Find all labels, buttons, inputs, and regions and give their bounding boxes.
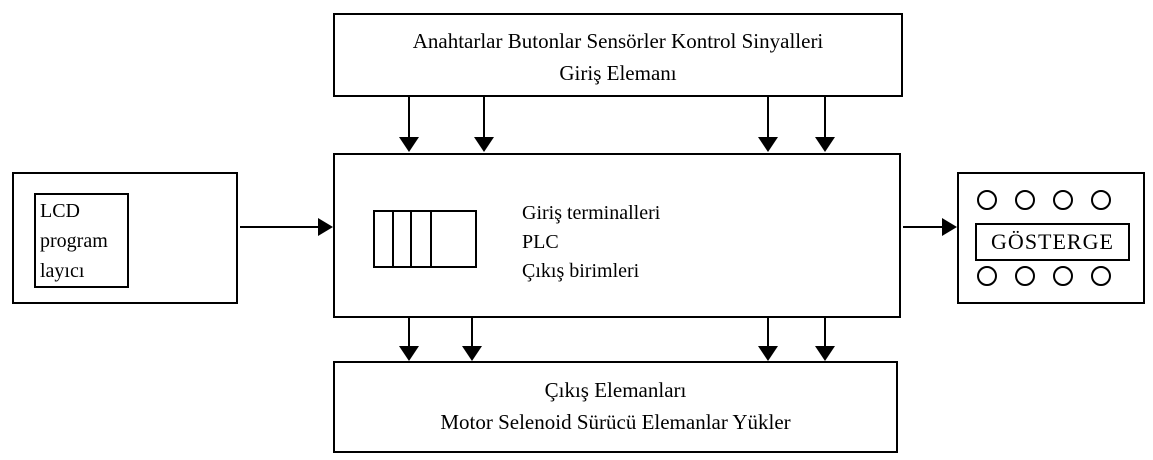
plc-module-icon xyxy=(373,210,477,268)
indicator-light-icon xyxy=(1053,266,1073,286)
arrow-input-to-plc-2 xyxy=(474,97,494,152)
arrow-input-to-plc-4 xyxy=(815,97,835,152)
plc-module-divider xyxy=(410,212,412,266)
input-elements-line2: Giriş Elemanı xyxy=(559,61,677,85)
indicator-light-icon xyxy=(1015,266,1035,286)
plc-box: Giriş terminalleri PLC Çıkış birimleri xyxy=(333,153,901,318)
arrow-plc-to-display xyxy=(903,218,957,236)
arrow-input-to-plc-3 xyxy=(758,97,778,152)
indicator-light-icon xyxy=(977,266,997,286)
display-label: GÖSTERGE xyxy=(991,229,1114,254)
indicator-light-icon xyxy=(1015,190,1035,210)
programmer-line1: LCD xyxy=(40,200,80,222)
plc-module-divider xyxy=(392,212,394,266)
indicator-lights-bottom-row xyxy=(977,266,1111,286)
indicator-light-icon xyxy=(1091,190,1111,210)
arrow-plc-to-output-2 xyxy=(462,318,482,361)
indicator-light-icon xyxy=(1053,190,1073,210)
plc-box-text: Giriş terminalleri PLC Çıkış birimleri xyxy=(522,199,660,286)
arrow-plc-to-output-3 xyxy=(758,318,778,361)
programmer-line2: program xyxy=(40,230,108,252)
lcd-programmer-box: LCD program layıcı xyxy=(12,172,238,304)
display-label-box: GÖSTERGE xyxy=(975,223,1130,261)
arrow-plc-to-output-4 xyxy=(815,318,835,361)
arrow-plc-to-output-1 xyxy=(399,318,419,361)
plc-line2: PLC xyxy=(522,231,559,253)
programmer-line3: layıcı xyxy=(40,260,85,282)
output-elements-box: Çıkış Elemanları Motor Selenoid Sürücü E… xyxy=(333,361,898,453)
plc-module-divider xyxy=(430,212,432,266)
indicator-lights-top-row xyxy=(977,190,1111,210)
arrow-input-to-plc-1 xyxy=(399,97,419,152)
lcd-programmer-inner-box: LCD program layıcı xyxy=(34,193,129,288)
input-elements-line1: Anahtarlar Butonlar Sensörler Kontrol Si… xyxy=(412,29,824,53)
indicator-light-icon xyxy=(1091,266,1111,286)
plc-line3: Çıkış birimleri xyxy=(522,260,640,282)
indicator-light-icon xyxy=(977,190,997,210)
output-elements-line2: Motor Selenoid Sürücü Elemanlar Yükler xyxy=(440,410,791,434)
display-box: GÖSTERGE xyxy=(957,172,1145,304)
plc-line1: Giriş terminalleri xyxy=(522,202,661,224)
output-elements-line1: Çıkış Elemanları xyxy=(544,378,687,402)
arrow-programmer-to-plc xyxy=(240,218,333,236)
input-elements-box: Anahtarlar Butonlar Sensörler Kontrol Si… xyxy=(333,13,903,97)
